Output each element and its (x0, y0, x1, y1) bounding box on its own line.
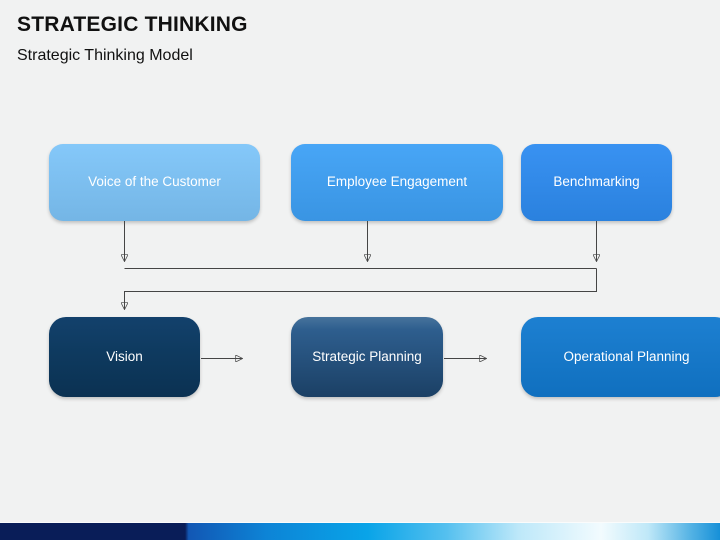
footer-accent-bar (0, 522, 720, 540)
box-operational-planning: Operational Planning (521, 317, 720, 397)
connector-elbow-to-vision (125, 268, 597, 310)
box-benchmarking: Benchmarking (521, 144, 672, 221)
box-operational-planning-label: Operational Planning (563, 348, 690, 364)
box-benchmarking-label: Benchmarking (553, 174, 640, 190)
box-employee-engagement-label: Employee Engagement (326, 174, 468, 190)
box-employee-engagement: Employee Engagement (291, 144, 503, 221)
box-voice-of-the-customer-label: Voice of the Customer (88, 174, 221, 190)
slide-title: STRATEGIC THINKING (17, 13, 248, 36)
slide-subtitle: Strategic Thinking Model (17, 47, 193, 64)
box-vision: Vision (49, 317, 200, 397)
box-voice-of-the-customer: Voice of the Customer (49, 144, 260, 221)
box-vision-label: Vision (106, 348, 143, 364)
box-strategic-planning: Strategic Planning (291, 317, 443, 397)
box-strategic-planning-label: Strategic Planning (312, 348, 422, 364)
